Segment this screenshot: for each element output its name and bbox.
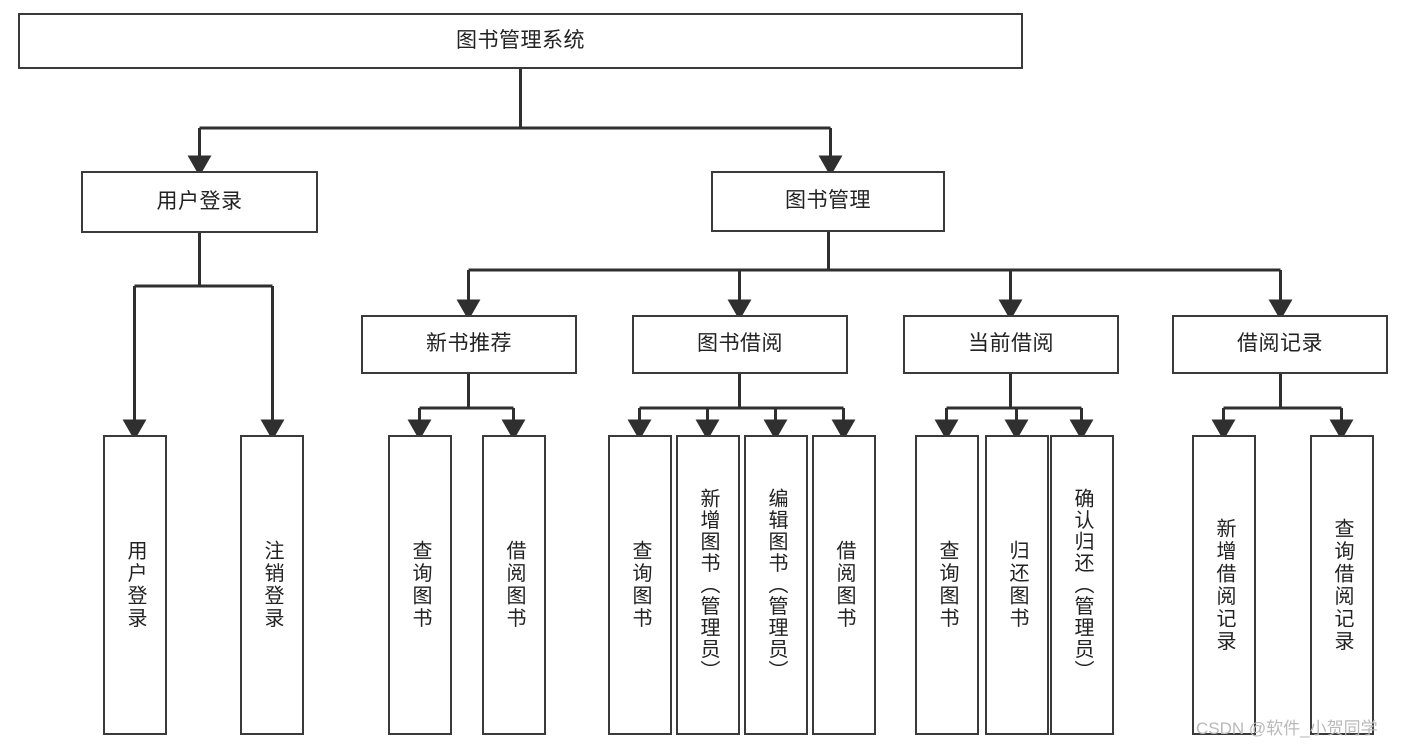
leaf-user-logout[interactable]: 注销登录	[240, 435, 304, 735]
node-borrow-record-label: 借阅记录	[1237, 332, 1323, 356]
node-book-manage-label: 图书管理	[785, 189, 871, 213]
node-user-login-label: 用户登录	[156, 189, 243, 213]
leaf-borrow-book-2[interactable]: 借阅图书	[812, 435, 876, 735]
leaf-edit-book-label: 编辑图书（管理员）	[765, 488, 787, 682]
leaf-add-book-label: 新增图书（管理员）	[697, 488, 719, 682]
leaf-borrow-book-1[interactable]: 借阅图书	[482, 435, 546, 735]
node-new-book-rec-label: 新书推荐	[426, 332, 512, 356]
node-book-borrow-label: 图书借阅	[697, 332, 783, 356]
node-borrow-record[interactable]: 借阅记录	[1172, 315, 1388, 374]
node-user-login[interactable]: 用户登录	[81, 171, 318, 233]
node-root[interactable]: 图书管理系统	[18, 13, 1023, 69]
leaf-borrow-book-1-label: 借阅图书	[503, 540, 525, 630]
leaf-query-record[interactable]: 查询借阅记录	[1310, 435, 1374, 735]
node-root-label: 图书管理系统	[456, 28, 585, 52]
leaf-query-book-3[interactable]: 查询图书	[915, 435, 979, 735]
leaf-user-login[interactable]: 用户登录	[103, 435, 167, 735]
leaf-edit-book[interactable]: 编辑图书（管理员）	[744, 435, 808, 735]
csdn-watermark: CSDN @软件_小贺同学	[1196, 719, 1378, 738]
node-current-borrow-label: 当前借阅	[968, 332, 1054, 356]
leaf-add-book[interactable]: 新增图书（管理员）	[676, 435, 740, 735]
leaf-return-book[interactable]: 归还图书	[985, 435, 1049, 735]
leaf-query-book-3-label: 查询图书	[936, 540, 958, 630]
node-new-book-rec[interactable]: 新书推荐	[361, 315, 577, 374]
leaf-query-book-1[interactable]: 查询图书	[388, 435, 452, 735]
node-book-borrow[interactable]: 图书借阅	[632, 315, 848, 374]
leaf-user-login-label: 用户登录	[124, 540, 146, 630]
leaf-query-book-2[interactable]: 查询图书	[608, 435, 672, 735]
leaf-user-logout-label: 注销登录	[261, 540, 283, 630]
leaf-query-book-1-label: 查询图书	[409, 540, 431, 630]
node-book-manage[interactable]: 图书管理	[711, 171, 945, 232]
node-current-borrow[interactable]: 当前借阅	[903, 315, 1119, 374]
leaf-borrow-book-2-label: 借阅图书	[833, 540, 855, 630]
leaf-return-book-label: 归还图书	[1006, 540, 1028, 630]
leaf-add-record[interactable]: 新增借阅记录	[1192, 435, 1256, 735]
leaf-query-book-2-label: 查询图书	[629, 540, 651, 630]
leaf-confirm-return-label: 确认归还（管理员）	[1071, 488, 1093, 682]
leaf-query-record-label: 查询借阅记录	[1331, 517, 1353, 653]
leaf-confirm-return[interactable]: 确认归还（管理员）	[1050, 435, 1114, 735]
leaf-add-record-label: 新增借阅记录	[1213, 517, 1235, 653]
